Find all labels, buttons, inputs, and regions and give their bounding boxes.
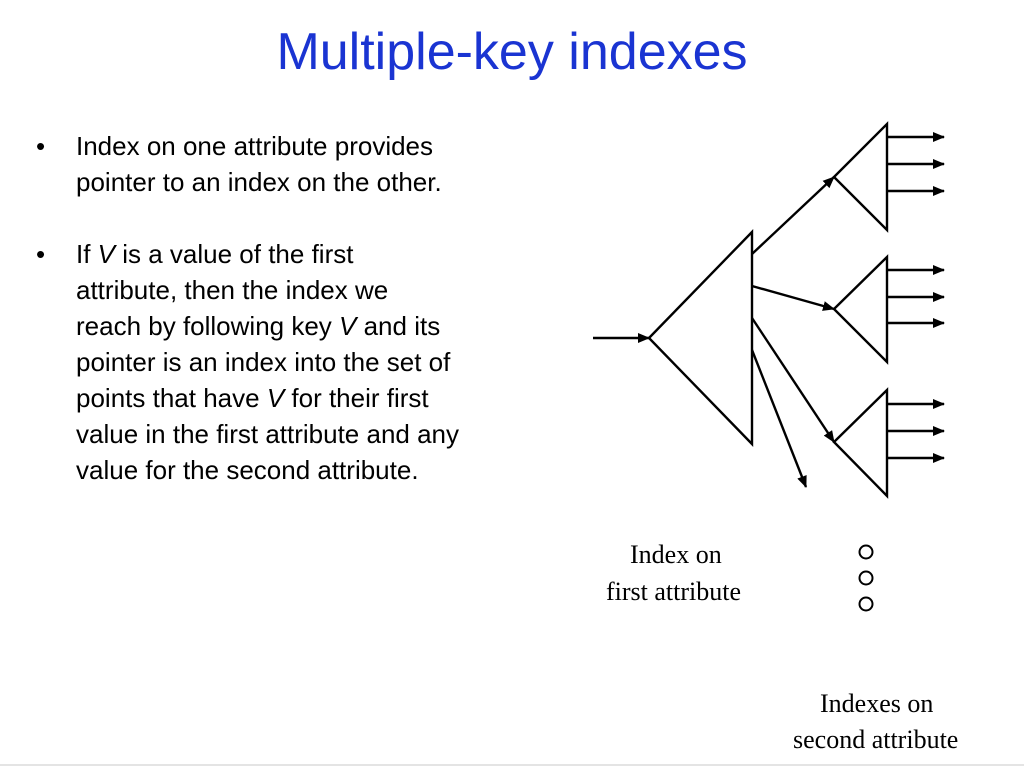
ellipsis-circle (858, 596, 874, 612)
bullet-1-line-2: pointer to an index on the other. (76, 167, 442, 197)
caption-first-line-2: first attribute (606, 577, 741, 606)
pointer-arrow-2 (751, 284, 835, 311)
bullet-list: • Index on one attribute provides pointe… (36, 128, 596, 524)
bullet-item-2: If • If V is a value of the first attrib… (36, 236, 596, 488)
bullet-item-1: • Index on one attribute provides pointe… (36, 128, 596, 200)
variable-v: V (97, 239, 116, 269)
text-run: for their first (284, 383, 429, 413)
variable-v: V (339, 311, 357, 341)
bullet-2-line-5: points that have V for their first (76, 380, 596, 416)
second-attribute-index-triangle-2 (832, 254, 889, 365)
bullet-2-line-2: attribute, then the index we (76, 275, 389, 305)
second-attribute-index-triangle-1 (832, 121, 889, 233)
pointer-arrow-1 (751, 176, 835, 255)
caption-second-line-2: second attribute (793, 725, 958, 754)
text-run: reach by following key (76, 311, 340, 341)
first-attribute-index-triangle (647, 229, 754, 447)
slide-bottom-rule (0, 764, 1024, 766)
bullet-marker: • (36, 131, 46, 161)
bullet-2-line-7: value for the second attribute. (76, 455, 419, 485)
bullet-2-line-1: If V is a value of the first (76, 236, 596, 272)
bullet-2-line-3: reach by following key V and its (76, 308, 596, 344)
bullet-1-line-1: Index on one attribute provides (76, 131, 434, 161)
text-run: and its (356, 311, 441, 341)
bullet-2-line-6: value in the first attribute and any (76, 419, 460, 449)
variable-v: V (266, 383, 285, 413)
caption-second-line-1: Indexes on (820, 689, 933, 718)
slide-title: Multiple-key indexes (276, 23, 748, 81)
bullet-marker-2: • (36, 239, 46, 269)
text-run: is a value of the first (115, 239, 354, 269)
ellipsis-circle (858, 570, 874, 586)
caption-first-line-1: Index on (630, 540, 722, 569)
pointer-arrow-4 (750, 349, 808, 488)
text-run: points that have (76, 383, 267, 413)
bullet-2-line-4: pointer is an index into the set of (76, 347, 451, 377)
text-run: If (76, 239, 98, 269)
ellipsis-circle (858, 544, 874, 560)
second-attribute-index-triangle-3 (832, 387, 889, 499)
pointer-arrow-3 (750, 317, 836, 443)
